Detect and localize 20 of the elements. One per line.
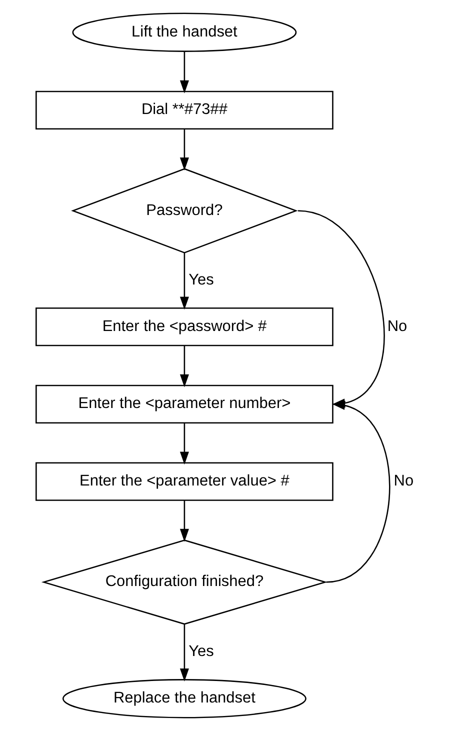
node-box: Enter the <password> # (36, 307, 334, 346)
node-box: Enter the <parameter number> (36, 384, 334, 424)
edge-label: No (394, 472, 414, 490)
node-diamond: Configuration finished? (41, 540, 328, 625)
arrow (326, 400, 390, 583)
node-ellipse: Lift the handset (72, 12, 297, 52)
node-box: Dial **#73## (36, 90, 334, 130)
arrow (180, 253, 189, 310)
arrow (180, 52, 189, 94)
edge-label: No (387, 318, 408, 335)
edge-label: Yes (188, 642, 214, 660)
arrow (180, 129, 189, 170)
node-ellipse: Replace the handset (62, 679, 306, 718)
arrow (180, 423, 189, 465)
arrow (180, 624, 189, 682)
arrow (180, 346, 189, 388)
arrow (180, 500, 189, 542)
node-diamond: Password? (71, 168, 298, 254)
node-box: Enter the <parameter value> # (36, 462, 334, 501)
edge-label: Yes (188, 271, 214, 288)
